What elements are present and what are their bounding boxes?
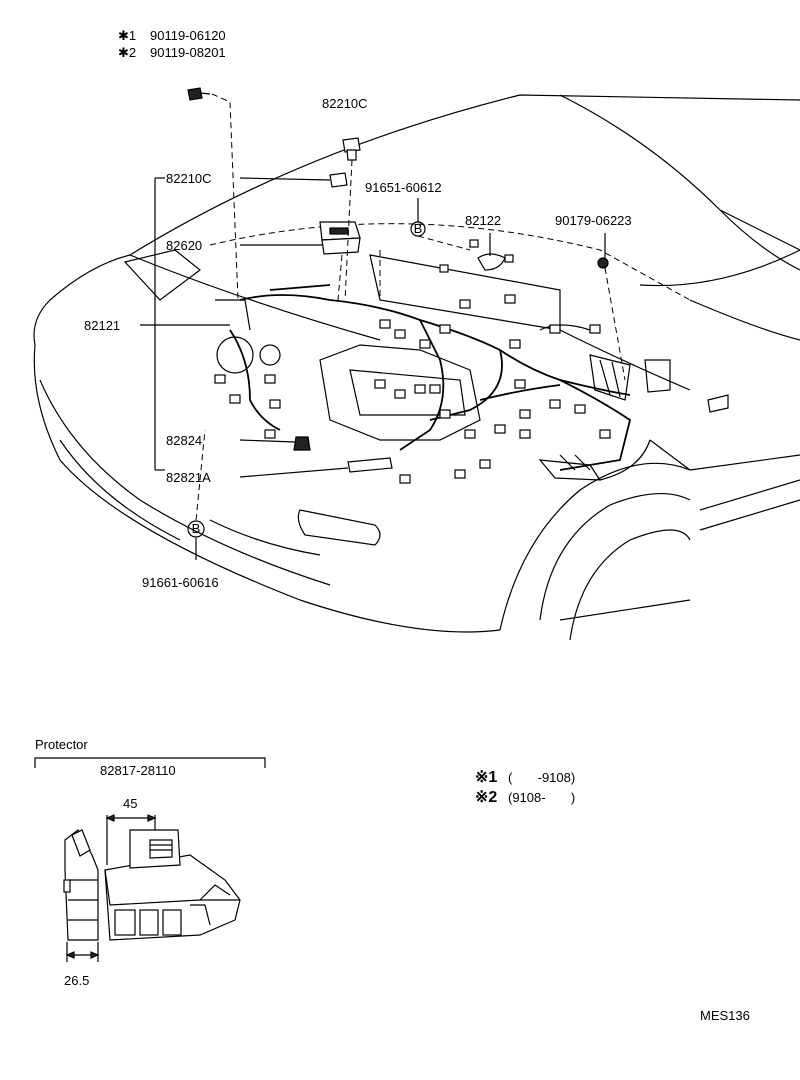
engine-harness xyxy=(187,87,671,484)
b-marker-top: B xyxy=(410,221,426,237)
part-label-82210c-top: 82210C xyxy=(322,96,368,111)
b-marker-bottom: B xyxy=(187,520,205,538)
part-label-91651: 91651-60612 xyxy=(365,180,442,195)
protector-detail: Protector 82817-28110 45 26.5 xyxy=(34,737,266,988)
part-label-82210c-mid: 82210C xyxy=(166,171,212,186)
part-label-82824: 82824 xyxy=(166,433,202,448)
note2-mark: ✱2 xyxy=(118,45,136,60)
svg-text:B: B xyxy=(414,221,423,236)
dimension-26-5: 26.5 xyxy=(64,973,89,988)
leader-lines xyxy=(140,93,626,560)
part-label-82620: 82620 xyxy=(166,238,202,253)
car-body-outline xyxy=(33,94,800,641)
protector-title: Protector xyxy=(35,737,88,752)
diagram-code: MES136 xyxy=(700,1008,750,1023)
protector-part-label: 82817-28110 xyxy=(100,763,176,778)
legend-range-1: ( -9108) xyxy=(508,770,575,785)
note2-part-label: 90119-08201 xyxy=(150,45,226,60)
part-label-91661: 91661-60616 xyxy=(142,575,219,590)
notes-legend: ※1 ( -9108) ※2 (9108- ) xyxy=(475,769,575,806)
dimension-45: 45 xyxy=(123,796,137,811)
legend-range-2: (9108- ) xyxy=(508,790,575,805)
part-label-90179: 90179-06223 xyxy=(555,213,632,228)
svg-text:B: B xyxy=(192,521,201,536)
note1-part-label: 90119-06120 xyxy=(150,28,226,43)
part-label-82821a: 82821A xyxy=(166,470,211,485)
legend-mark-1: ※1 xyxy=(475,769,497,786)
legend-mark-2: ※2 xyxy=(475,789,497,806)
note1-mark: ✱1 xyxy=(118,28,136,43)
part-label-82121: 82121 xyxy=(84,318,120,333)
part-label-82122: 82122 xyxy=(465,213,501,228)
